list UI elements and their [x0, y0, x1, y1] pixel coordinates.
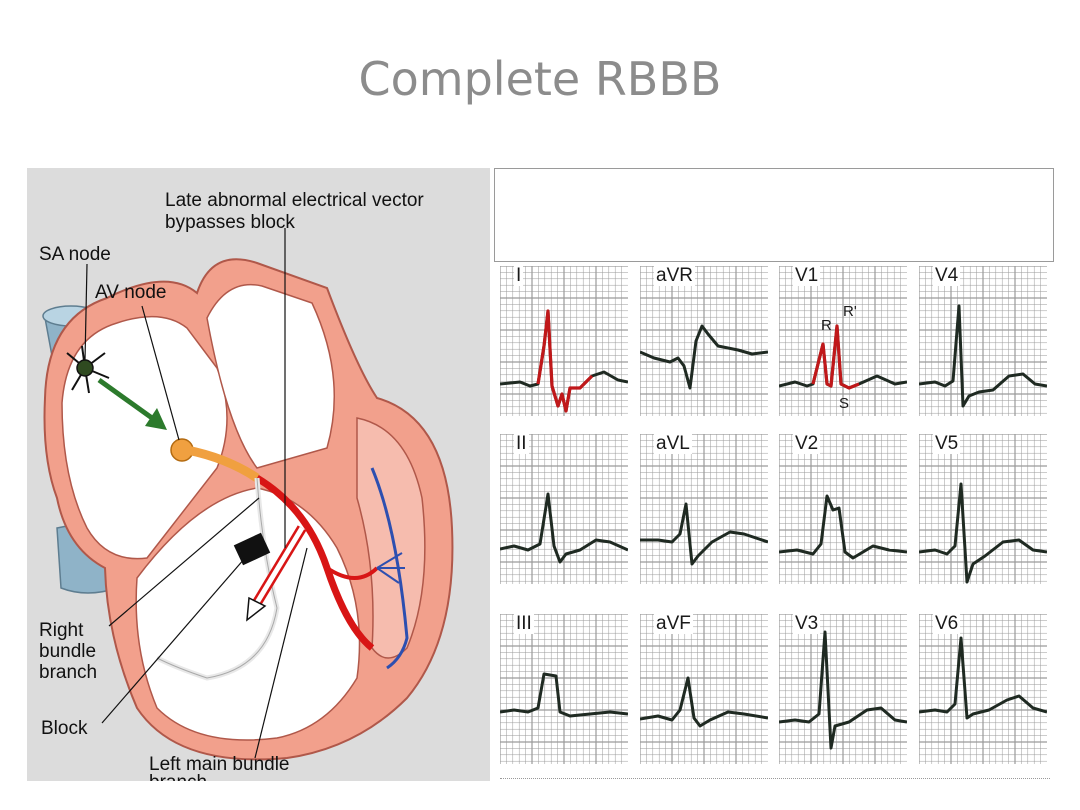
- ecg-lead-label: V2: [793, 433, 821, 454]
- ecg-lead-v5: V5: [918, 433, 1048, 584]
- ecg-lead-label: aVR: [654, 265, 695, 286]
- rbb-label-line1: Right: [39, 620, 84, 641]
- ecg-trace-avr: [639, 265, 769, 416]
- rbb-label-line2: bundle: [39, 641, 97, 662]
- vector-label-line1: Late abnormal electrical vector: [165, 190, 424, 211]
- ecg-lead-label: aVF: [654, 613, 693, 634]
- ecg-lead-v4: V4: [918, 265, 1048, 416]
- ecg-lead-label: III: [514, 613, 534, 634]
- ecg-trace-avl: [639, 433, 769, 584]
- ecg-lead-avl: aVL: [639, 433, 769, 584]
- ecg-lead-label: V5: [933, 433, 961, 454]
- ecg-lead-v3: V3: [778, 613, 908, 764]
- ecg-lead-i: I: [499, 265, 629, 416]
- ecg-trace-v2: [778, 433, 908, 584]
- ecg-trace-ii: [499, 433, 629, 584]
- ecg-lead-v6: V6: [918, 613, 1048, 764]
- ecg-lead-label: aVL: [654, 433, 692, 454]
- ecg-lead-label: II: [514, 433, 529, 454]
- ecg-trace-v6: [918, 613, 1048, 764]
- sa-node-label: SA node: [39, 244, 111, 265]
- heart-illustration: [42, 228, 454, 761]
- v1-marker-s: S: [839, 395, 850, 412]
- ecg-lead-avr: aVR: [639, 265, 769, 416]
- lmb-label-line2: branch: [149, 772, 207, 781]
- av-node-label: AV node: [95, 282, 167, 303]
- ecg-trace-v4: [918, 265, 1048, 416]
- ecg-lead-label: I: [514, 265, 524, 286]
- ecg-trace-v1: [778, 265, 908, 416]
- ecg-trace-v5: [918, 433, 1048, 584]
- ecg-lead-iii: III: [499, 613, 629, 764]
- block-label: Block: [41, 718, 88, 739]
- ecg-lead-avf: aVF: [639, 613, 769, 764]
- page-title: Complete RBBB: [358, 52, 722, 106]
- ecg-trace-iii: [499, 613, 629, 764]
- ecg-lead-v2: V2: [778, 433, 908, 584]
- ecg-trace-v3: [778, 613, 908, 764]
- ecg-lead-label: V1: [793, 265, 821, 286]
- ecg-trace-i: [499, 265, 629, 416]
- lmb-label-line1: Left main bundle: [149, 754, 290, 775]
- ecg-lead-label: V6: [933, 613, 961, 634]
- heart-diagram: Late abnormal electrical vector bypasses…: [27, 168, 490, 781]
- vector-label-line2: bypasses block: [165, 212, 295, 233]
- ecg-trace-avf: [639, 613, 769, 764]
- v1-marker-r-prime: R': [843, 303, 857, 320]
- ecg-lead-label: V4: [933, 265, 961, 286]
- rbb-label-line3: branch: [39, 662, 98, 683]
- divider: [500, 778, 1050, 779]
- ecg-lead-label: V3: [793, 613, 821, 634]
- v1-marker-r: R: [821, 317, 832, 334]
- ecg-lead-ii: II: [499, 433, 629, 584]
- ecg-header-box: [494, 168, 1054, 262]
